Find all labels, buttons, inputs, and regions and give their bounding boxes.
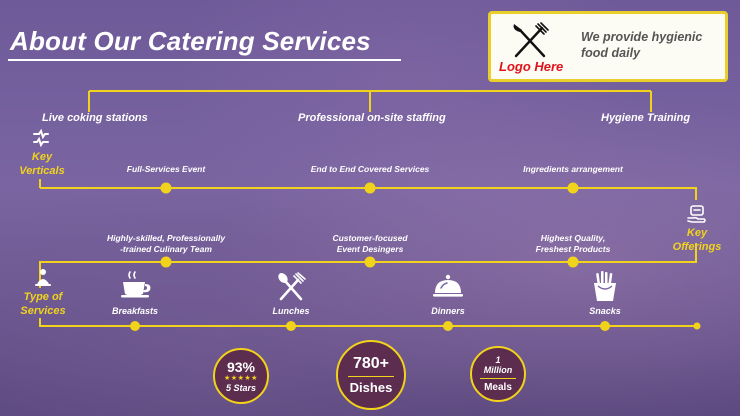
- stat-rating-sub: 5 Stars: [225, 383, 257, 393]
- offering-event-designers: Customer-focused Event Desingers: [332, 233, 408, 254]
- stars-icon: ★★★★★: [224, 375, 258, 382]
- key-verticals-label: Key Verticals: [19, 151, 65, 177]
- fries-icon: [594, 271, 616, 301]
- services-dot-1: [130, 321, 140, 331]
- offerings-dot-2: [364, 256, 376, 268]
- services-dot-4: [600, 321, 610, 331]
- waiter-icon: [35, 269, 51, 286]
- stat-meals-sub: Meals: [484, 382, 512, 393]
- verticals-dot-1: [160, 182, 172, 194]
- vertical-full-services: Full-Services Event: [126, 164, 206, 174]
- services-dot-3: [443, 321, 453, 331]
- fork-spoon-icon: [278, 272, 306, 301]
- logo-card: [488, 11, 728, 82]
- branch-live-cooking: Live coking stations: [42, 112, 148, 124]
- page-title: About Our Catering Services: [10, 26, 371, 56]
- badge-divider: [479, 378, 517, 379]
- service-dinners: Dinners: [431, 306, 465, 316]
- type-of-services-label: Type of Services: [20, 291, 66, 317]
- logo-text: Logo Here: [499, 59, 564, 74]
- stat-meals-badge: 1 Million Meals: [470, 346, 526, 402]
- offering-quality-products: Highest Quality, Freshest Products: [535, 233, 611, 254]
- offerings-dot-1: [160, 256, 172, 268]
- sliders-icon: [33, 128, 49, 148]
- offerings-dot-3: [567, 256, 579, 268]
- branch-hygiene-training: Hygiene Training: [601, 112, 691, 124]
- key-offerings-label: Key Offerings: [672, 227, 722, 253]
- service-lunches: Lunches: [272, 306, 310, 316]
- services-dot-2: [286, 321, 296, 331]
- verticals-dot-2: [364, 182, 376, 194]
- branch-onsite-staffing: Professional on-site staffing: [298, 112, 446, 124]
- stat-dishes-value: 780+: [352, 355, 390, 372]
- services-end-dot: [693, 322, 701, 330]
- logo-tagline: We provide hygienic food daily: [581, 30, 703, 60]
- stat-dishes-sub: Dishes: [349, 380, 393, 395]
- stat-meals-value-1: 1: [495, 355, 501, 365]
- stat-rating-value: 93%: [226, 359, 256, 375]
- offering-culinary-team: Highly-skilled, Professionally -trained …: [106, 233, 226, 254]
- badge-divider: [347, 376, 395, 377]
- stat-rating-badge: 93% ★★★★★ 5 Stars: [213, 348, 269, 404]
- service-snacks: Snacks: [589, 306, 621, 316]
- fork-knife-icon: [513, 22, 549, 58]
- verticals-dot-3: [567, 182, 579, 194]
- vertical-end-to-end: End to End Covered Services: [310, 164, 430, 174]
- title-underline: [8, 59, 401, 61]
- stat-meals-value-2: Million: [483, 365, 513, 375]
- stat-dishes-badge: 780+ Dishes: [336, 340, 406, 410]
- vertical-ingredients: Ingredients arrangement: [523, 164, 623, 174]
- service-breakfasts: Breakfasts: [111, 306, 159, 316]
- cloche-icon: [433, 274, 463, 297]
- serving-hand-icon: [687, 205, 706, 223]
- coffee-cup-icon: [121, 271, 151, 298]
